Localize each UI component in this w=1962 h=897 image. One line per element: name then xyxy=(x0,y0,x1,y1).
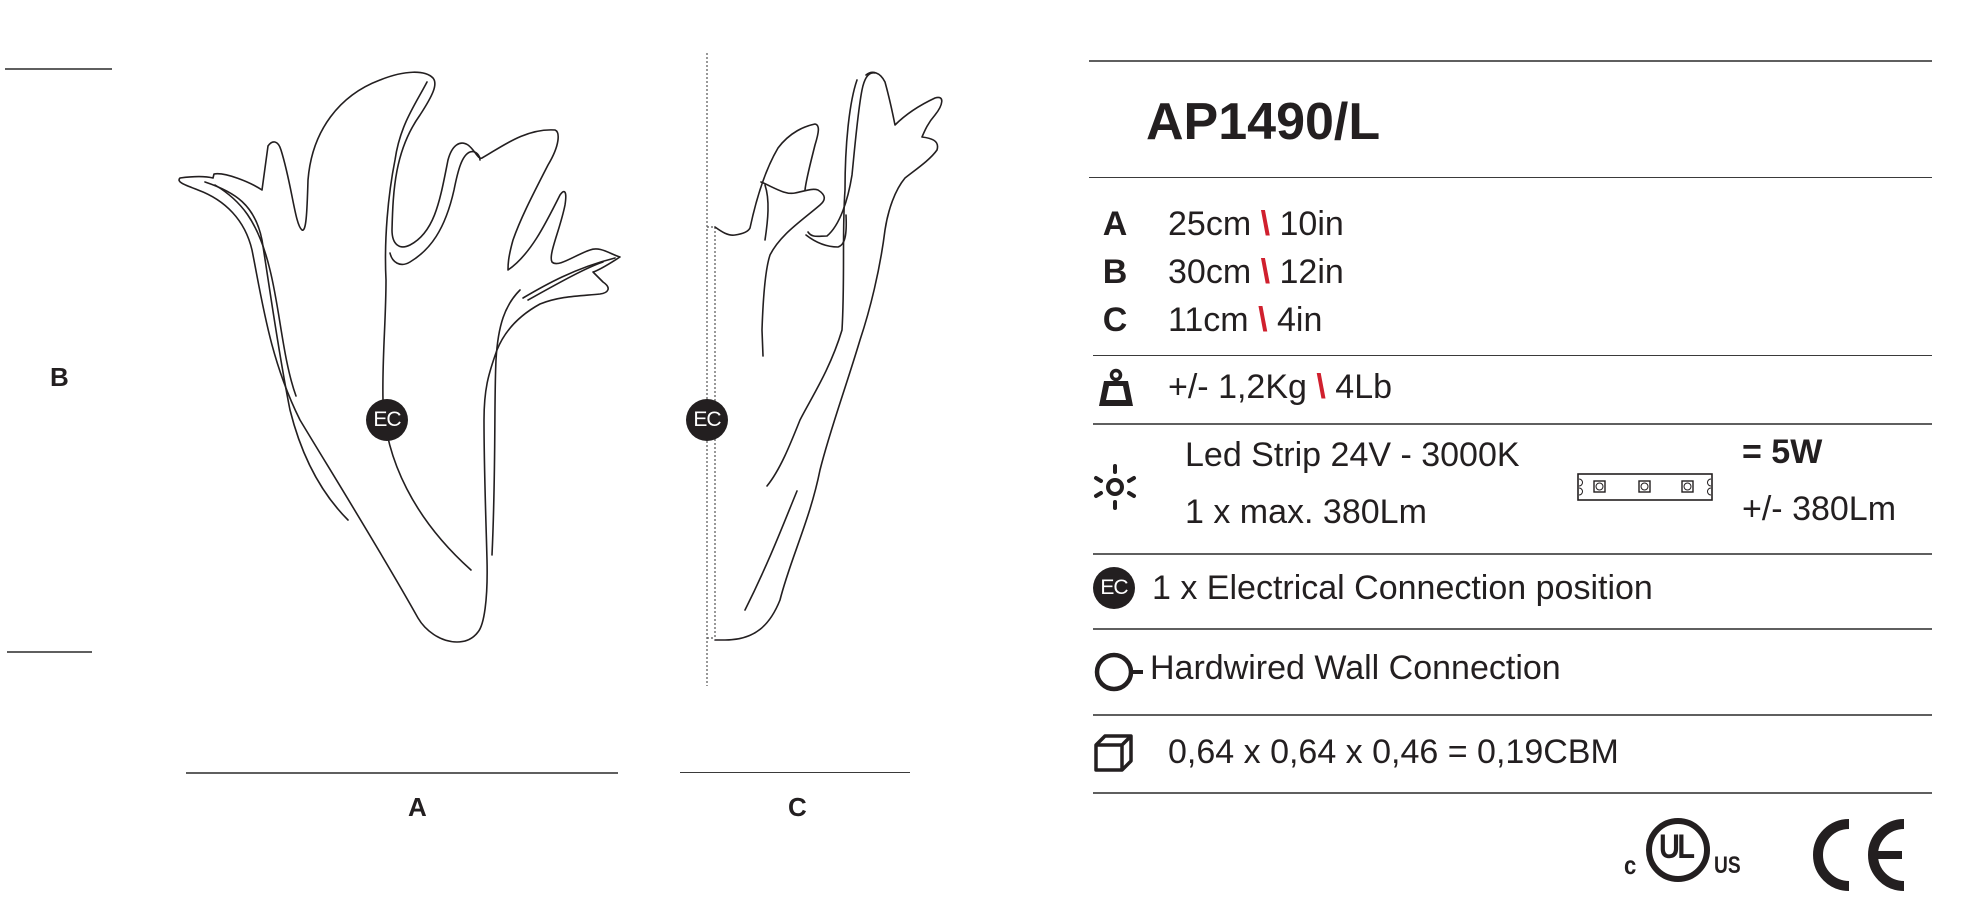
led-lumen-spec: 1 x max. 380Lm xyxy=(1185,493,1427,531)
dimension-b-top-line xyxy=(5,68,112,70)
dimension-c-label: C xyxy=(788,792,807,822)
imperial-value: 12in xyxy=(1279,253,1344,291)
weight-value: +/- 1,2Kg \ 4Lb xyxy=(1168,368,1392,407)
lumen-output: +/- 380Lm xyxy=(1742,490,1897,528)
rule-under-lighting xyxy=(1093,553,1932,555)
rule-top xyxy=(1089,60,1932,62)
weight-imperial: 4Lb xyxy=(1335,368,1393,406)
power-value: = 5W xyxy=(1742,433,1823,471)
led-strip-spec: Led Strip 24V - 3000K xyxy=(1185,436,1520,474)
hardwired-connection-icon xyxy=(1094,652,1143,692)
dimension-c-line xyxy=(680,772,910,773)
metric-value: 30cm xyxy=(1168,253,1252,291)
rule-bottom xyxy=(1093,792,1932,794)
weight-metric: +/- 1,2Kg xyxy=(1168,368,1307,406)
separator: \ xyxy=(1260,205,1271,243)
cul-suffix: US xyxy=(1714,852,1741,879)
lamp-front-outline xyxy=(178,71,621,643)
packaging-volume: 0,64 x 0,64 x 0,46 = 0,19CBM xyxy=(1168,733,1619,771)
rule-under-ec xyxy=(1093,628,1932,630)
electrical-connection-badge-side: EC xyxy=(686,399,728,441)
dimension-label: A xyxy=(1102,205,1128,243)
rule-under-wall-connection xyxy=(1093,714,1932,716)
dimension-b-label: B xyxy=(50,362,69,392)
metric-value: 11cm xyxy=(1168,301,1249,339)
ec-badge-icon: EC xyxy=(1093,567,1135,609)
separator: \ xyxy=(1258,301,1268,339)
dimension-a-label: A xyxy=(408,792,427,822)
imperial-value: 10in xyxy=(1279,205,1344,243)
box-icon xyxy=(1094,734,1133,772)
sun-icon xyxy=(1094,464,1136,510)
ce-mark-icon xyxy=(1813,819,1905,891)
dimension-value: 11cm \ 4in xyxy=(1168,301,1322,340)
electrical-connection-text: 1 x Electrical Connection position xyxy=(1152,569,1653,607)
led-strip-icon xyxy=(1577,473,1713,501)
dimension-value: 30cm \ 12in xyxy=(1168,253,1344,292)
dimension-label: C xyxy=(1102,301,1128,339)
dimension-label: B xyxy=(1102,253,1128,291)
imperial-value: 4in xyxy=(1276,301,1323,339)
ul-circle-icon xyxy=(1646,818,1710,882)
metric-value: 25cm xyxy=(1168,205,1252,243)
model-title: AP1490/L xyxy=(1146,93,1381,151)
wall-connection-text: Hardwired Wall Connection xyxy=(1150,649,1561,687)
dimension-a-line xyxy=(186,772,618,774)
separator: \ xyxy=(1316,368,1326,406)
weight-icon xyxy=(1099,368,1133,406)
cul-prefix: c xyxy=(1624,850,1637,880)
rule-under-dimensions xyxy=(1093,355,1932,356)
dimension-b-bottom-line xyxy=(7,651,92,653)
ul-mark: UL xyxy=(1659,828,1695,866)
electrical-connection-badge-front: EC xyxy=(366,399,408,441)
lamp-side-outline xyxy=(714,71,943,641)
rule-under-weight xyxy=(1093,423,1932,425)
rule-under-title xyxy=(1089,177,1932,178)
dimension-value: 25cm \ 10in xyxy=(1168,205,1344,244)
separator: \ xyxy=(1260,253,1271,291)
